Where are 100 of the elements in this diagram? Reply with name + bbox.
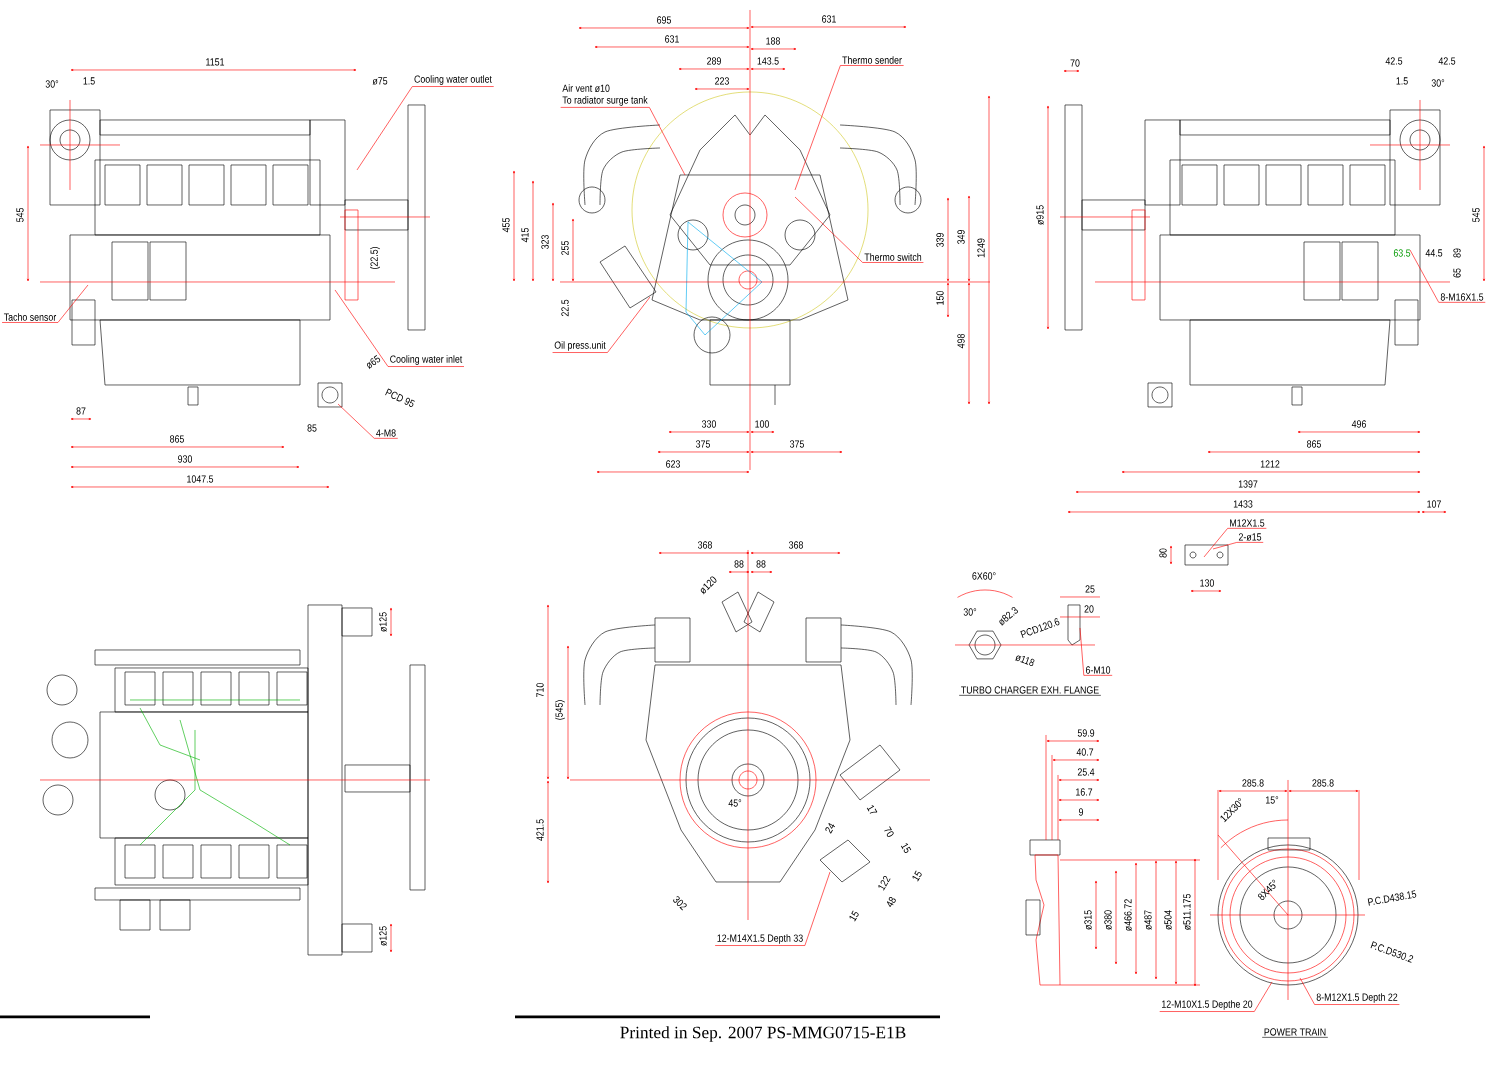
dimension-label: 70 [1070, 59, 1080, 67]
dimension-label: 368 [788, 541, 803, 549]
leader-line [794, 196, 924, 263]
dimension-label: (22.5) [370, 247, 380, 269]
dimension-label: 289 [707, 57, 721, 65]
dimension-label: 1397 [1238, 480, 1258, 488]
dimension-label: 631 [665, 35, 679, 43]
dimension-label: 223 [715, 77, 729, 85]
dimension-label: 15 [849, 910, 859, 922]
leader-line [714, 871, 831, 946]
dimension-label: 496 [1351, 420, 1366, 428]
dimension-label: 930 [178, 455, 192, 463]
view-title: POWER TRAIN [1261, 1028, 1329, 1038]
dimension-label: 421.5 [536, 819, 544, 841]
dimension-label: 30° [963, 608, 977, 616]
leader-line [560, 107, 686, 176]
dimension-label: 455 [502, 218, 510, 233]
dimension-label: ø380 [1104, 910, 1112, 930]
dimension-label: 70 [884, 826, 894, 837]
dimension-label: PCD 95 [385, 388, 415, 407]
leader-line [356, 86, 494, 171]
dimension-label: 330 [701, 420, 716, 428]
dimension-label: ø915 [1036, 205, 1044, 225]
callout-text: 8-M12X1.5 Depth 22 [1316, 993, 1398, 1003]
dimension-label: 285.8 [1312, 779, 1334, 787]
dimension-label: 323 [541, 235, 549, 249]
dimension-label: ø125 [379, 926, 387, 946]
leader-line [1409, 249, 1486, 303]
leader-line [1203, 528, 1267, 558]
dimension-label: ø504 [1164, 910, 1172, 930]
callout-text: 12-M14X1.5 Depth 33 [717, 934, 803, 944]
dimension-label: 89 [1453, 248, 1461, 258]
dimension-label: 65 [1453, 268, 1461, 278]
dimension-label: 42.5 [1385, 57, 1403, 65]
dimension-label: P.C.D438.15 [1367, 890, 1417, 906]
dimension-label: 88 [734, 560, 744, 568]
dimension-label: 59.9 [1077, 729, 1095, 737]
callout-text: Air vent ø10 To radiator surge tank [562, 84, 648, 106]
callout-text: Tacho sensor [3, 313, 57, 321]
dimension-label: ø315 [1084, 910, 1092, 930]
callout-text: 2-ø15 [1238, 533, 1262, 541]
dimension-label: 45° [728, 799, 742, 807]
dimension-label: 80 [1159, 548, 1167, 558]
dimension-label: 695 [657, 16, 671, 24]
dimension-label: 48 [886, 897, 896, 908]
dimension-label: ø466.72 [1124, 899, 1132, 931]
dimension-label: ø487 [1144, 910, 1152, 930]
dimension-label: 63.5 [1393, 249, 1411, 257]
callout-text: 8-M16X1.5 [1440, 293, 1484, 301]
dimension-label: 85 [307, 424, 317, 432]
dimension-label: 44.5 [1425, 249, 1443, 257]
dimension-label: 339 [936, 233, 944, 247]
dimension-label: 87 [76, 407, 86, 415]
dimension-label: 188 [766, 37, 780, 45]
dimension-label: 15° [1266, 796, 1279, 804]
dimension-label: 1151 [206, 58, 225, 66]
dimension-label: 623 [666, 460, 680, 468]
callout-text: 4-M8 [376, 429, 396, 437]
dimension-label: 1.5 [83, 77, 95, 85]
dimension-label: 349 [957, 230, 965, 244]
dimension-label: 40.7 [1076, 748, 1094, 756]
dimension-label: 255 [561, 241, 569, 255]
callout-text: Cooling water inlet [390, 355, 463, 365]
callout-text: Cooling water outlet [414, 75, 492, 85]
dimension-label: 498 [957, 334, 965, 349]
leader-line [552, 296, 651, 353]
dimension-label: 9 [1078, 808, 1084, 816]
dimension-label: 1433 [1233, 500, 1253, 508]
callout-text: Thermo switch [864, 253, 922, 261]
dimension-label: 130 [1200, 579, 1214, 587]
dimension-label: (545) [555, 700, 565, 720]
dimension-label: ø511.175 [1183, 894, 1191, 931]
leader-line [1212, 542, 1264, 550]
dimension-label: 368 [697, 541, 712, 549]
leader-line [334, 289, 465, 367]
dimension-label: 30° [45, 80, 59, 88]
dimension-label: 631 [822, 15, 836, 23]
dimension-label: 150 [936, 290, 944, 305]
dimension-label: ø75 [372, 77, 388, 85]
dimension-label: ø118 [1014, 655, 1035, 667]
dimension-label: 122 [878, 875, 891, 891]
dimension-label: 415 [521, 228, 529, 243]
dimension-label: 20 [1084, 605, 1094, 613]
callout-text: Thermo sender [842, 56, 902, 64]
dimension-label: 1047.5 [187, 475, 214, 483]
callout-text: Oil press.unit [554, 341, 606, 351]
dimension-label: 22.5 [561, 299, 569, 317]
dimension-label: 302 [673, 896, 687, 911]
dimension-label: 25.4 [1077, 768, 1095, 776]
callout-text: 12-M10X1.5 Depthe 20 [1162, 1000, 1253, 1010]
leader-line [1079, 627, 1113, 676]
dimension-label: 1.5 [1396, 77, 1408, 85]
dimension-label: 545 [16, 208, 24, 222]
dimension-label: 24 [825, 822, 836, 834]
dimension-label: 100 [755, 420, 769, 428]
leader-line [794, 65, 904, 191]
dimension-label: 6X60° [972, 572, 996, 580]
leader-line [1159, 981, 1273, 1012]
dimension-label: 1249 [977, 238, 985, 258]
dimension-label: 16.7 [1076, 788, 1093, 796]
